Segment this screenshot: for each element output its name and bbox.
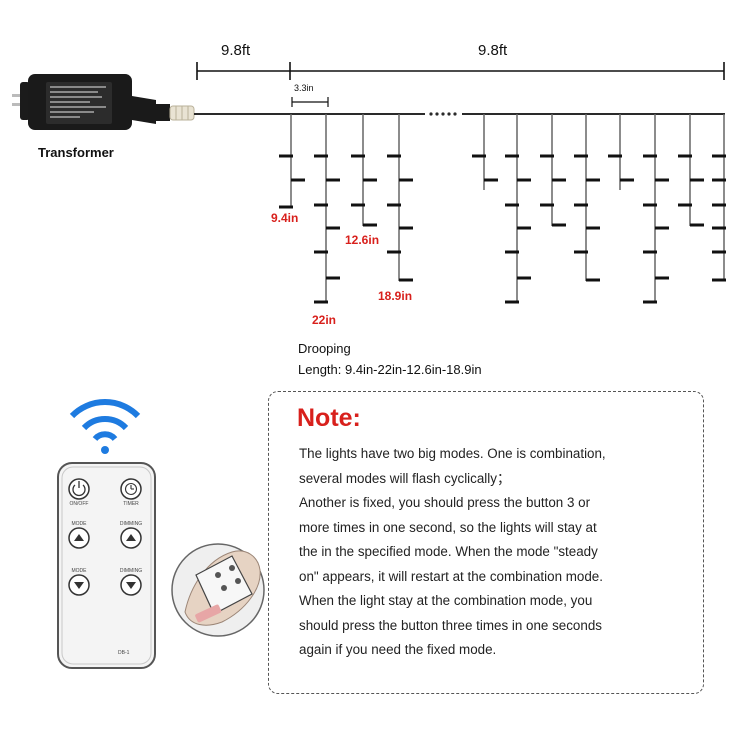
- note-line: When the light stay at the combination m…: [299, 593, 593, 608]
- arrow-down-icon: [68, 574, 142, 596]
- wire-gap-dots: [429, 112, 457, 116]
- strand-length-label: 9.4in: [271, 211, 299, 225]
- note-line: on" appears, it will restart at the comb…: [299, 568, 603, 584]
- strand-length-label: 12.6in: [345, 233, 380, 247]
- mode-down-button-label: MODE: [71, 568, 87, 574]
- note-line: again if you need the fixed mode.: [299, 642, 497, 657]
- light-length-label: 9.8ft: [478, 42, 508, 59]
- note-line: should press the button three times in o…: [299, 617, 602, 633]
- remote-control: [57, 462, 156, 669]
- note-line: Another is fixed, you should press the b…: [299, 495, 591, 510]
- note-title: Note:: [297, 404, 361, 432]
- onoff-button-label: ON/OFF: [69, 501, 89, 507]
- clock-icon: [120, 478, 142, 500]
- dimension-lines: [196, 62, 725, 107]
- drooping-title: Drooping: [298, 341, 351, 356]
- lead-length-label: 9.8ft: [221, 42, 251, 59]
- dimming-up-button-label: DIMMING: [119, 521, 143, 527]
- note-line: several modes will flash cyclically；: [299, 470, 511, 486]
- remote-model-label: DB-1: [118, 650, 130, 656]
- note-line: The lights have two big modes. One is co…: [299, 446, 606, 461]
- dimming-down-button-label: DIMMING: [119, 568, 143, 574]
- mode-up-button-label: MODE: [71, 521, 87, 527]
- drooping-lengths: Length: 9.4in-22in-12.6in-18.9in: [298, 362, 482, 377]
- led-bulbs: [279, 154, 726, 304]
- wifi-signal-icon: [69, 399, 141, 454]
- note-line: the in the specified mode. When the mode…: [299, 544, 598, 559]
- timer-button-label: TIMER: [123, 501, 139, 507]
- strand-spacing-label: 3.3in: [294, 83, 314, 93]
- transformer-label: Transformer: [38, 145, 114, 160]
- note-body: The lights have two big modes. One is co…: [299, 442, 699, 663]
- power-icon: [68, 478, 90, 500]
- hand-holding-remote-image: [171, 543, 265, 637]
- note-box: Note: The lights have two big modes. One…: [268, 391, 704, 694]
- strand-length-label: 18.9in: [378, 289, 413, 303]
- strand-length-label: 22in: [312, 313, 337, 327]
- transformer-icon: [12, 74, 195, 130]
- icicle-strands: [290, 114, 725, 303]
- arrow-up-icon: [68, 527, 142, 549]
- note-line: more times in one second, so the lights …: [299, 519, 597, 535]
- drooping-length-caption: Drooping Length: 9.4in-22in-12.6in-18.9i…: [298, 338, 482, 380]
